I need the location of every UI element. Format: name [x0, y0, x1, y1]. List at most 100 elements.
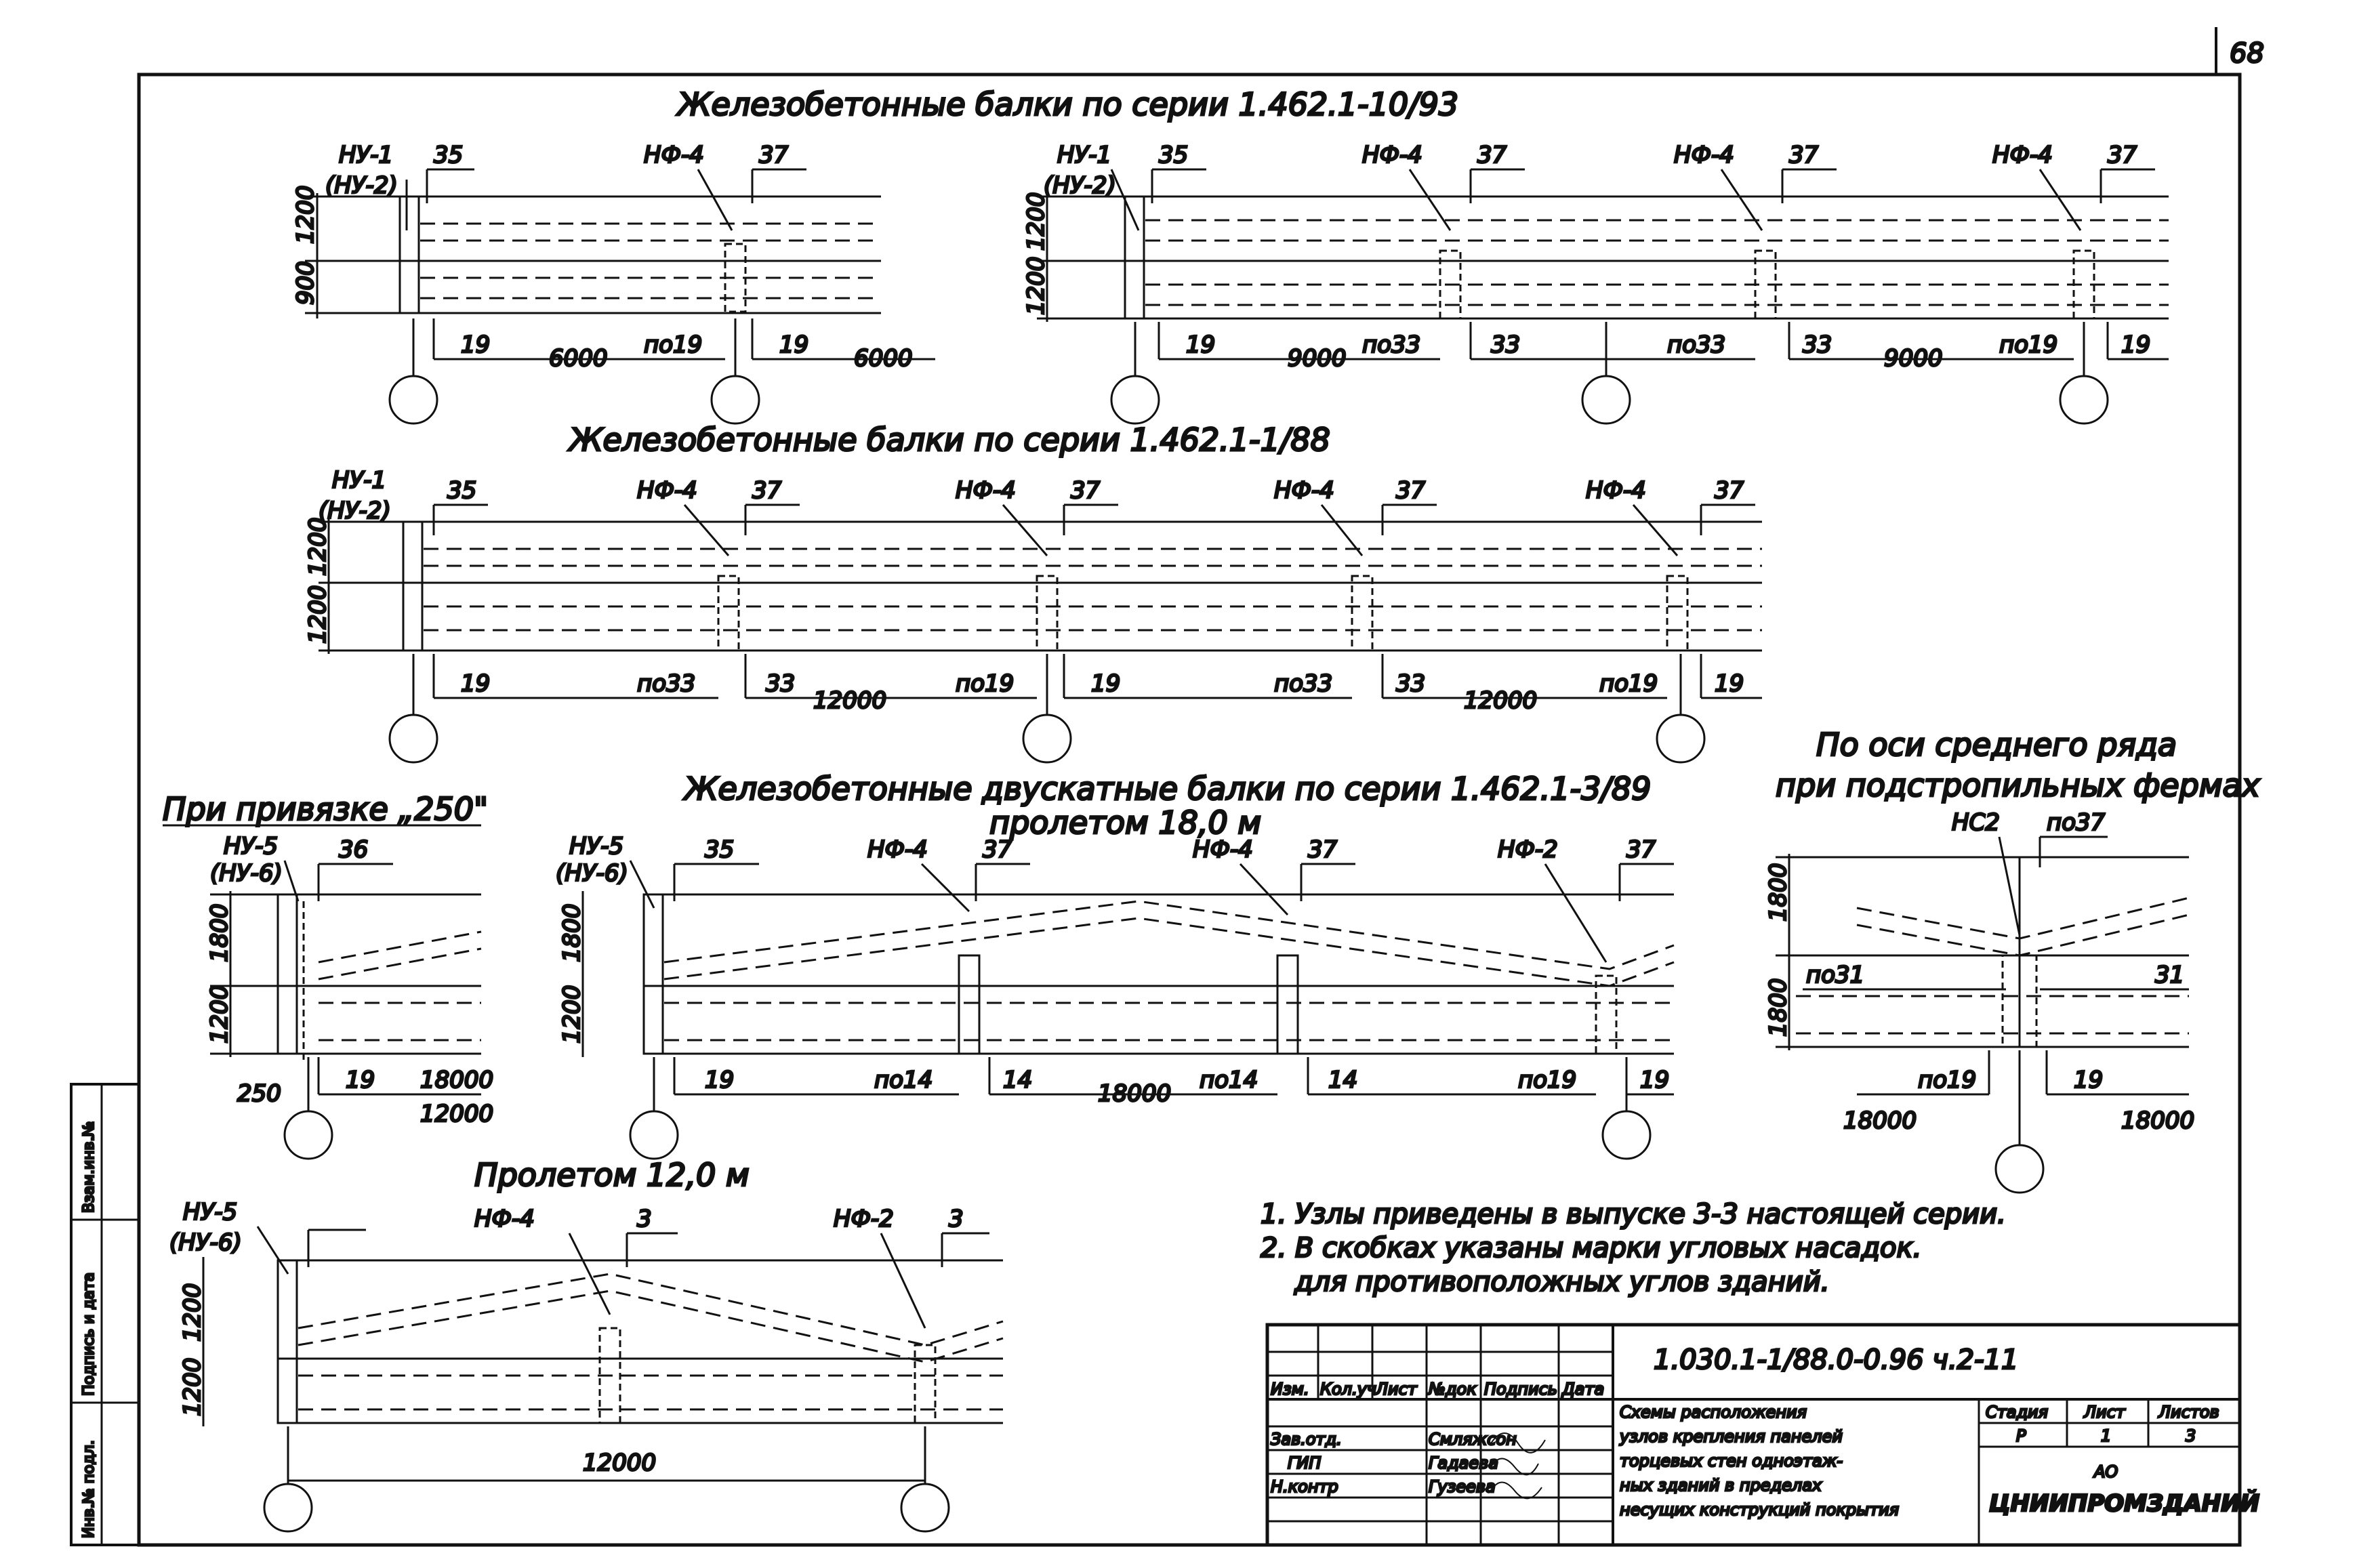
svg-text:Зав.отд.: Зав.отд.: [1271, 1430, 1342, 1449]
svg-text:узлов крепления панелей: узлов крепления панелей: [1619, 1427, 1843, 1446]
svg-text:12000: 12000: [1464, 687, 1537, 714]
doc-code: 1.030.1-1/88.0-0.96 ч.2-11: [1654, 1344, 2018, 1376]
svg-text:Листов: Листов: [2158, 1403, 2219, 1422]
svg-text:37: 37: [759, 142, 789, 169]
section3-title: Железобетонные двускатные балки по серии…: [682, 770, 1651, 807]
svg-text:ГИП: ГИП: [1288, 1453, 1321, 1472]
section6-title: Пролетом 12,0 м: [474, 1157, 750, 1193]
svg-text:Смляжсон: Смляжсон: [1429, 1430, 1517, 1449]
svg-text:3: 3: [949, 1205, 964, 1233]
svg-text:1800: 1800: [1765, 978, 1792, 1037]
svg-text:19: 19: [461, 331, 490, 358]
svg-text:33: 33: [1491, 331, 1520, 358]
svg-text:250: 250: [237, 1080, 281, 1107]
signature-2: [1490, 1458, 1539, 1476]
svg-text:19: 19: [1091, 670, 1120, 697]
svg-text:18000: 18000: [1098, 1080, 1171, 1107]
svg-text:1200: 1200: [206, 985, 233, 1044]
svg-text:1200: 1200: [179, 1357, 206, 1416]
svg-text:НФ-4: НФ-4: [1992, 142, 2053, 169]
svg-text:1200: 1200: [304, 517, 331, 576]
gable-beam-12000-diagram: 1200 1200 НУ-5 (НУ-6) НФ-4 3 НФ-2 3 1200…: [169, 1198, 1004, 1533]
section5-title-line1: По оси среднего ряда: [1816, 726, 2177, 763]
svg-text:Н.контр: Н.контр: [1271, 1477, 1338, 1496]
svg-text:37: 37: [1789, 142, 1819, 169]
beam-12000-diagram: 1200 1200 НУ-1 (НУ-2) 35 НФ-4 37 НФ-4 37…: [304, 466, 1762, 764]
svg-text:НФ-4: НФ-4: [1274, 477, 1334, 504]
svg-text:12000: 12000: [583, 1449, 656, 1477]
svg-text:НФ-4: НФ-4: [867, 836, 928, 863]
svg-text:33: 33: [1803, 331, 1832, 358]
side-stamp: Инв.№ подл. Подпись и дата Взам.инв.№: [70, 1083, 140, 1546]
svg-text:19: 19: [1715, 670, 1744, 697]
svg-text:31: 31: [2155, 962, 2184, 989]
note-2: 2. В скобках указаны марки угловых насад…: [1261, 1233, 1921, 1264]
svg-text:Схемы расположения: Схемы расположения: [1620, 1403, 1807, 1422]
svg-text:37: 37: [983, 836, 1012, 863]
section3-subtitle: пролетом 18,0 м: [989, 804, 1261, 841]
svg-text:9000: 9000: [1884, 345, 1943, 372]
svg-text:торцевых стен одноэтаж-: торцевых стен одноэтаж-: [1620, 1451, 1843, 1470]
svg-text:по19: по19: [644, 331, 702, 358]
svg-text:(НУ-6): (НУ-6): [169, 1229, 242, 1256]
svg-text:37: 37: [1396, 477, 1426, 504]
binding-250-diagram: 1800 1200 НУ-5 (НУ-6) 36 250 19 18000 12…: [205, 832, 495, 1160]
svg-text:по19: по19: [956, 670, 1014, 697]
svg-text:37: 37: [1071, 477, 1101, 504]
svg-text:по33: по33: [1667, 331, 1725, 358]
label-nu2: (НУ-2): [325, 172, 398, 199]
svg-text:Гузеева: Гузеева: [1429, 1477, 1496, 1496]
svg-text:37: 37: [1715, 477, 1744, 504]
svg-text:36: 36: [339, 836, 368, 863]
svg-text:НУ-1: НУ-1: [332, 467, 386, 494]
svg-text:1800: 1800: [558, 903, 586, 962]
svg-text:6000: 6000: [549, 345, 608, 372]
svg-text:35: 35: [434, 142, 463, 169]
svg-text:37: 37: [1477, 142, 1507, 169]
section4-title: При привязке „250": [163, 791, 488, 827]
svg-text:37: 37: [2108, 142, 2137, 169]
svg-text:НУ-5: НУ-5: [569, 833, 623, 860]
beam-6000-diagram: 1200 900 НУ-1 (НУ-2) 35 НФ-4 37 19 6000 …: [291, 141, 935, 425]
svg-text:33: 33: [766, 670, 795, 697]
svg-text:35: 35: [447, 477, 476, 504]
svg-text:НУ-1: НУ-1: [1057, 142, 1111, 169]
svg-text:1800: 1800: [206, 903, 233, 962]
svg-text:НФ-4: НФ-4: [1674, 142, 1734, 169]
svg-text:Р: Р: [2016, 1426, 2026, 1445]
svg-text:НФ-4: НФ-4: [637, 477, 697, 504]
svg-text:по19: по19: [1599, 670, 1658, 697]
svg-text:Стадия: Стадия: [1986, 1403, 2048, 1422]
svg-text:19: 19: [461, 670, 490, 697]
svg-text:6000: 6000: [854, 345, 913, 372]
svg-text:Кол.уч: Кол.уч: [1320, 1380, 1376, 1399]
svg-text:3: 3: [637, 1205, 652, 1233]
svg-text:(НУ-6): (НУ-6): [210, 860, 283, 887]
svg-text:3: 3: [2186, 1426, 2196, 1445]
svg-text:по19: по19: [1518, 1067, 1576, 1094]
svg-text:по33: по33: [1362, 331, 1420, 358]
signature-3: [1490, 1481, 1542, 1500]
svg-text:Лист: Лист: [1375, 1380, 1418, 1399]
svg-text:1200: 1200: [179, 1283, 206, 1342]
svg-text:1200: 1200: [1023, 256, 1050, 315]
svg-text:(НУ-2): (НУ-2): [319, 497, 391, 524]
svg-text:по33: по33: [1274, 670, 1332, 697]
svg-text:по14: по14: [874, 1067, 933, 1094]
svg-text:12000: 12000: [420, 1100, 493, 1128]
svg-text:(НУ-2): (НУ-2): [1044, 172, 1116, 199]
svg-text:1200: 1200: [292, 185, 319, 244]
svg-text:по33: по33: [637, 670, 695, 697]
svg-text:по31: по31: [1806, 962, 1864, 989]
svg-text:НУ-5: НУ-5: [224, 833, 278, 860]
title-block: 1.030.1-1/88.0-0.96 ч.2-11 Изм. Кол.уч Л…: [1265, 1323, 2261, 1547]
svg-text:14: 14: [1003, 1067, 1032, 1094]
svg-text:18000: 18000: [2121, 1107, 2194, 1134]
svg-text:1200: 1200: [1023, 192, 1050, 251]
note-3: для противоположных углов зданий.: [1294, 1266, 1830, 1298]
svg-text:1800: 1800: [1765, 863, 1792, 922]
note-1: 1. Узлы приведены в выпуске 3-3 настояще…: [1261, 1199, 2006, 1230]
svg-text:по19: по19: [1918, 1067, 1976, 1094]
svg-text:по14: по14: [1200, 1067, 1258, 1094]
